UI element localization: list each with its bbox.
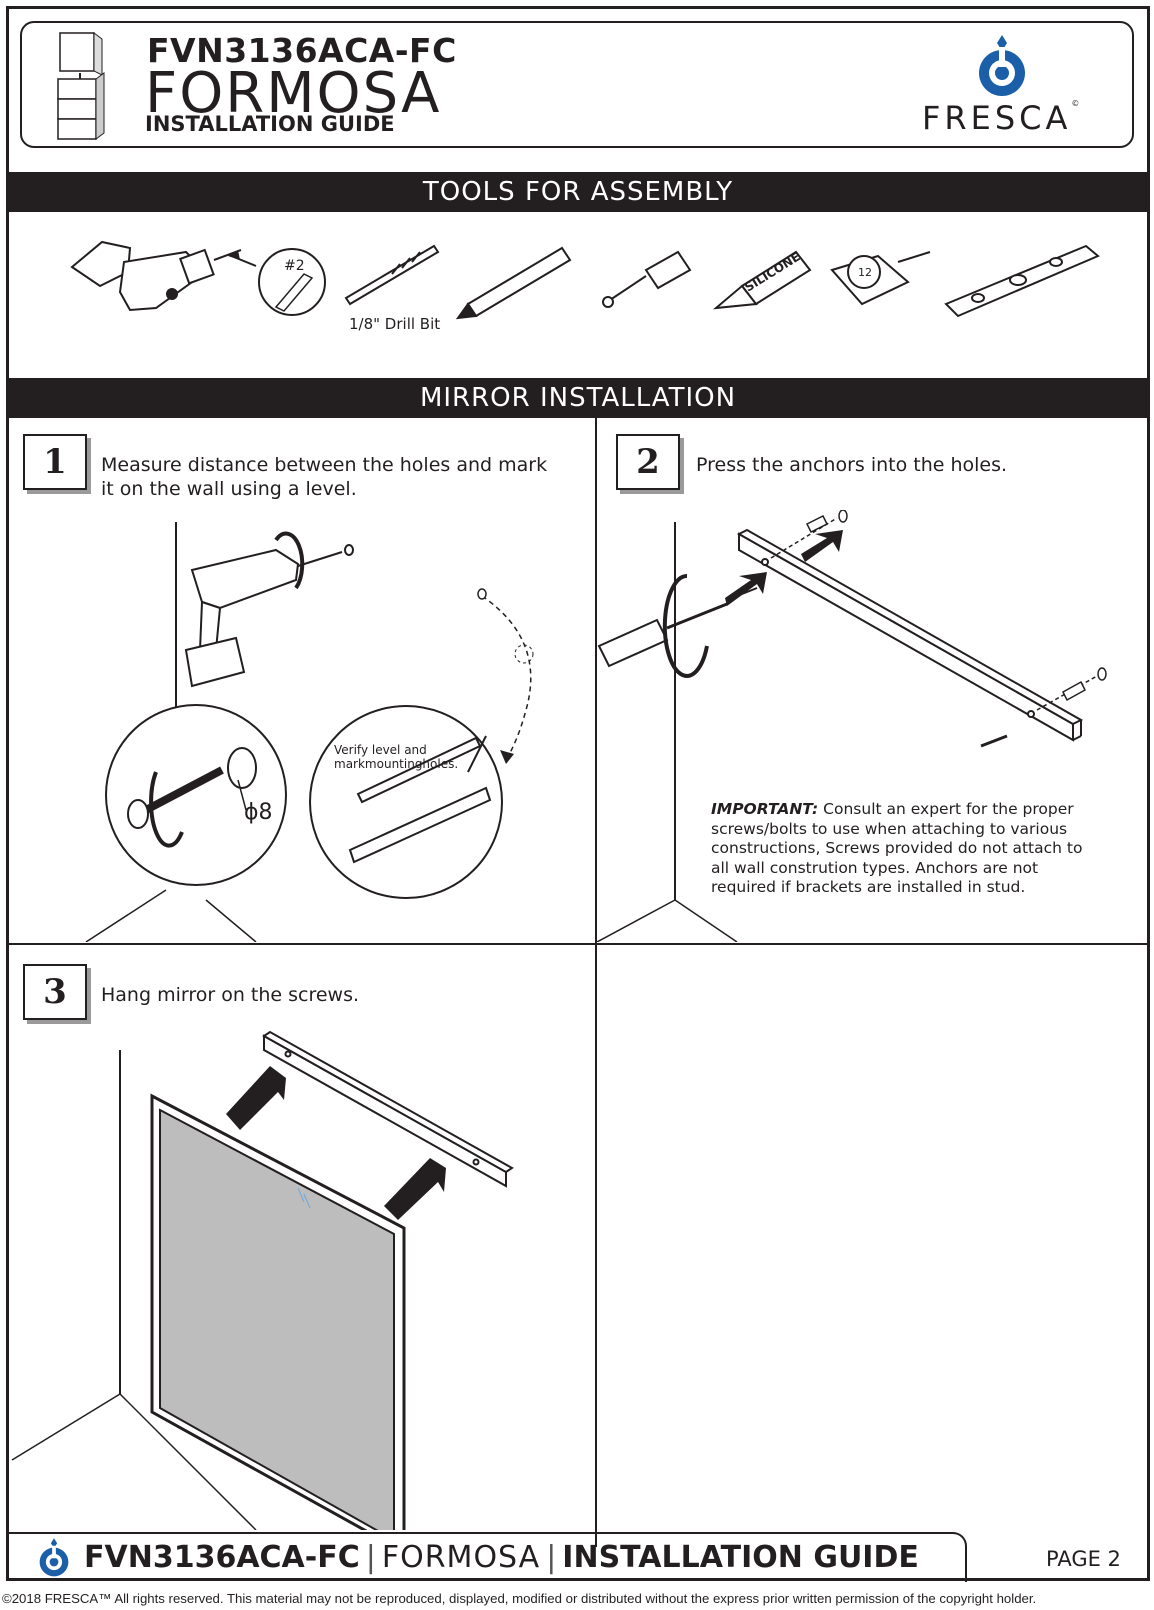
step-2-number: 2	[616, 434, 680, 490]
fresca-drop-footer-icon	[36, 1537, 72, 1577]
footer-series: FORMOSA	[382, 1540, 540, 1575]
drill-icon	[72, 242, 241, 310]
verify-level-callout: Verify level and markmountingholes.	[334, 743, 444, 771]
page-number: PAGE 2	[1046, 1547, 1121, 1571]
copyright-mark: ©	[1071, 99, 1083, 108]
tools-illustration: #2 SILICONE 12	[6, 212, 1150, 378]
hole-diameter-label: ϕ8	[244, 800, 273, 825]
important-note: IMPORTANT: Consult an expert for the pro…	[711, 800, 1101, 898]
copyright-notice: ©2018 FRESCA™ All rights reserved. This …	[2, 1591, 1036, 1606]
brand-name: FRESCA	[922, 99, 1071, 137]
row-divider	[6, 943, 1150, 945]
step-3-instructions: Hang mirror on the screws.	[101, 983, 359, 1007]
mirror-section-title: MIRROR INSTALLATION	[6, 378, 1150, 418]
svg-text:#2: #2	[284, 258, 305, 274]
footer-model: FVN3136ACA-FC	[84, 1540, 360, 1575]
pencil-icon	[458, 248, 570, 318]
step-1-line-1: Measure distance between the holes and m…	[101, 453, 547, 477]
step-3-number: 3	[23, 964, 87, 1020]
svg-text:12: 12	[858, 266, 872, 279]
header: FVN3136ACA-FC FORMOSA INSTALLATION GUIDE…	[20, 21, 1134, 148]
phillips-bit-icon: #2	[259, 249, 325, 315]
tape-measure-icon: 12	[832, 252, 930, 304]
step-1-number: 1	[23, 434, 87, 490]
drill-bit-label: 1/8" Drill Bit	[349, 315, 440, 333]
fresca-drop-icon	[974, 33, 1030, 97]
step-1-illustration	[6, 510, 594, 942]
guide-title: INSTALLATION GUIDE	[145, 112, 395, 136]
tools-section-title: TOOLS FOR ASSEMBLY	[6, 172, 1150, 212]
drill-bit-icon	[346, 246, 438, 304]
screwdriver-icon	[603, 252, 690, 307]
step-1-line-2: it on the wall using a level.	[101, 477, 547, 501]
vanity-thumbnail-icon	[56, 31, 106, 141]
tools-row: #2 SILICONE 12	[6, 212, 1150, 378]
important-label: IMPORTANT:	[711, 800, 818, 818]
silicone-tube-icon: SILICONE	[716, 250, 810, 308]
step-1-instructions: Measure distance between the holes and m…	[101, 453, 547, 501]
level-icon	[946, 246, 1098, 316]
step-2-instructions: Press the anchors into the holes.	[696, 453, 1007, 477]
fresca-logo: FRESCA©	[922, 33, 1082, 143]
footer-guide: INSTALLATION GUIDE	[562, 1540, 919, 1575]
footer-title: FVN3136ACA-FC|FORMOSA|INSTALLATION GUIDE	[84, 1540, 919, 1575]
step-3-illustration	[6, 1020, 594, 1530]
